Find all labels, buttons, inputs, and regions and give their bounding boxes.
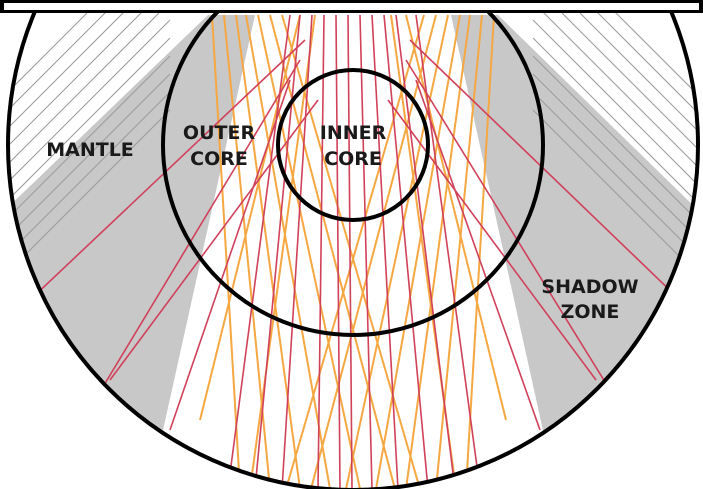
- seismic-rays: [29, 14, 681, 489]
- mantle-hatch-line: [532, 73, 698, 245]
- mantle-hatch-line: [8, 73, 171, 245]
- mantle-hatch-line: [532, 91, 698, 263]
- inner-core-boundary: [276, 68, 430, 222]
- s-wave-ray: [317, 14, 325, 489]
- p-wave-ray: [211, 14, 241, 489]
- p-wave-ray: [345, 14, 449, 489]
- s-wave-ray: [29, 39, 306, 301]
- s-wave-ray: [409, 39, 681, 301]
- mantle-hatch-line: [8, 109, 171, 281]
- p-wave-ray: [245, 14, 331, 489]
- top-frame-inner: [4, 3, 699, 10]
- mantle-hatch-line: [8, 1, 171, 173]
- s-wave-ray: [383, 14, 429, 489]
- mantle-hatch-line: [8, 91, 171, 263]
- s-wave-ray: [109, 99, 319, 381]
- p-wave-ray: [405, 14, 507, 421]
- s-wave-ray: [169, 79, 291, 431]
- mantle-hatch-line: [8, 19, 171, 191]
- mantle-hatch-line: [532, 55, 698, 227]
- s-wave-ray: [387, 99, 597, 381]
- mantle-hatch-line: [8, 0, 171, 101]
- mantle-label: MANTLE: [46, 139, 134, 161]
- shadow-zone-label-line2: ZONE: [561, 301, 620, 323]
- s-wave-ray: [359, 14, 373, 489]
- mantle-hatch-line: [532, 19, 698, 191]
- mantle-hatch-line: [532, 0, 698, 137]
- s-wave-ray: [347, 14, 353, 489]
- p-wave-ray: [235, 14, 301, 489]
- mantle-hatch-line: [532, 37, 698, 209]
- outer-core-boundary: [161, 0, 545, 337]
- earth-surface-outline: [6, 0, 700, 489]
- p-wave-ray: [465, 14, 495, 489]
- p-wave-ray: [310, 14, 437, 489]
- mantle-hatch-left: [8, 0, 171, 281]
- p-wave-ray: [257, 14, 361, 489]
- mantle-hatch-line: [8, 0, 171, 119]
- inner-core-label-line2: CORE: [324, 148, 382, 170]
- mantle-hatch-line: [532, 1, 698, 173]
- outer-core-label-line2: CORE: [190, 148, 248, 170]
- p-wave-ray: [249, 14, 316, 489]
- inner-core-label-line1: INNER: [320, 122, 387, 144]
- p-wave-ray: [435, 14, 483, 489]
- p-wave-ray: [375, 14, 461, 489]
- s-wave-ray: [415, 79, 541, 431]
- mantle-hatch-line: [532, 109, 698, 281]
- mantle-hatch-line: [8, 0, 171, 137]
- s-wave-ray: [335, 14, 341, 489]
- s-wave-ray: [254, 14, 301, 489]
- p-wave-ray: [269, 14, 396, 489]
- mantle-hatch-line: [532, 0, 698, 119]
- s-wave-ray: [281, 14, 313, 489]
- s-wave-ray: [371, 14, 399, 489]
- p-wave-ray: [405, 14, 471, 489]
- mantle-hatch-line: [532, 0, 698, 101]
- mantle-hatch-line: [8, 37, 171, 209]
- s-wave-ray: [94, 59, 301, 401]
- outer-core-label-line1: OUTER: [183, 122, 256, 144]
- s-wave-ray: [405, 59, 611, 391]
- mantle-hatch-line: [8, 55, 171, 227]
- shadow-zone-label-line1: SHADOW: [541, 276, 638, 298]
- p-wave-ray: [199, 14, 301, 421]
- mantle-hatch-right: [532, 0, 698, 281]
